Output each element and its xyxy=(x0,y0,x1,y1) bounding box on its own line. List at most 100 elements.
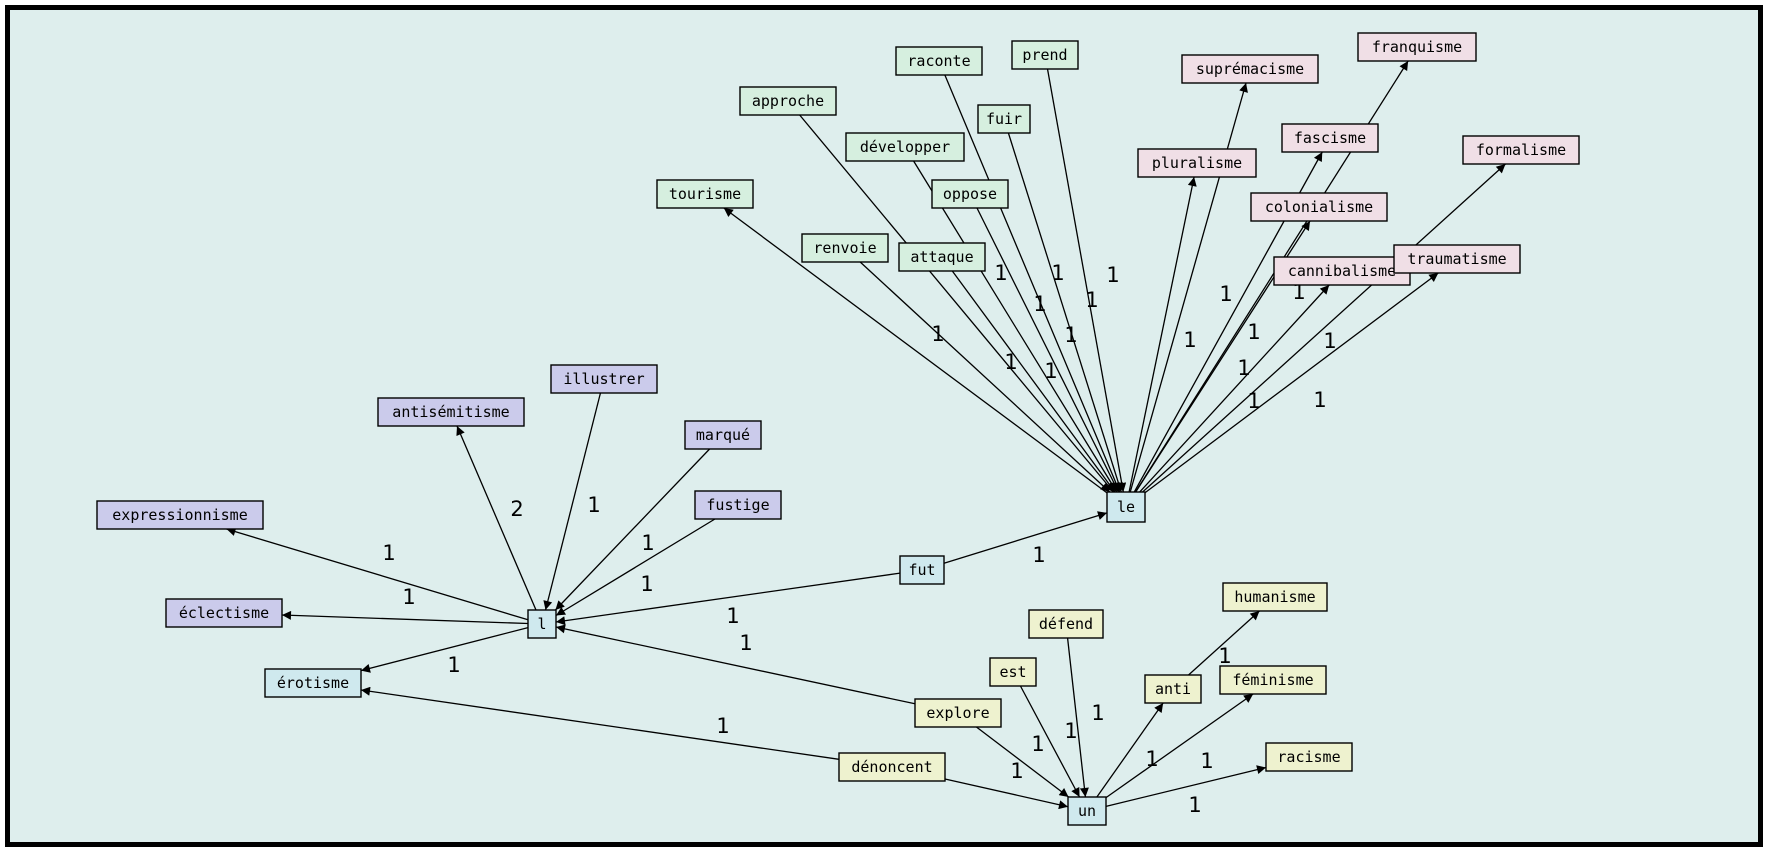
edge-label-le-to-cannibalisme: 1 xyxy=(1247,389,1260,413)
node-colonialisme[interactable]: colonialisme xyxy=(1250,192,1388,222)
edge-label-le-to-colonialisme: 1 xyxy=(1237,356,1250,380)
node-formalisme[interactable]: formalisme xyxy=(1462,135,1580,165)
edge-le-to-pluralisme xyxy=(1128,176,1197,493)
edge-oppose-to-le xyxy=(976,207,1120,493)
node-un[interactable]: un xyxy=(1067,796,1107,826)
edge-label-l-to-erotisme: 1 xyxy=(447,653,460,677)
edge-label-fut-to-l: 1 xyxy=(726,604,739,628)
node-fut[interactable]: fut xyxy=(899,555,945,585)
edge-label-anti-to-humanisme: 1 xyxy=(1218,644,1231,668)
node-label: pluralisme xyxy=(1152,154,1242,172)
edge-le-to-cannibalisme xyxy=(1139,284,1330,493)
node-box xyxy=(845,132,965,162)
node-box xyxy=(1106,491,1146,523)
edge-label-l-to-eclectisme: 1 xyxy=(402,585,415,609)
node-illustrer[interactable]: illustrer xyxy=(550,364,658,394)
node-antisemitisme[interactable]: antisémitisme xyxy=(377,397,525,427)
node-box xyxy=(977,104,1031,134)
node-approche[interactable]: approche xyxy=(739,86,837,116)
node-marque[interactable]: marqué xyxy=(684,420,762,450)
edge-approche-to-le xyxy=(799,114,1115,493)
node-denoncent[interactable]: dénoncent xyxy=(838,752,946,782)
edge-label-explore-to-l: 1 xyxy=(739,631,752,655)
edge-label-est-to-un: 1 xyxy=(1064,719,1077,743)
edge-l-to-eclectisme xyxy=(281,610,529,625)
node-feminisme[interactable]: féminisme xyxy=(1219,665,1327,695)
node-prend[interactable]: prend xyxy=(1011,40,1079,70)
node-humanisme[interactable]: humanisme xyxy=(1222,582,1328,612)
edge-fut-to-l xyxy=(555,572,901,626)
edge-l-to-expressionnisme xyxy=(226,527,529,621)
node-box xyxy=(1144,674,1202,704)
node-traumatisme[interactable]: traumatisme xyxy=(1393,244,1521,274)
node-box xyxy=(898,242,986,272)
node-box xyxy=(96,500,264,530)
node-box xyxy=(1222,582,1328,612)
node-fustige[interactable]: fustige xyxy=(694,490,782,520)
node-box xyxy=(264,668,362,698)
edge-label-oppose-to-le: 1 xyxy=(1064,323,1077,347)
node-erotisme[interactable]: érotisme xyxy=(264,668,362,698)
edge-label-un-to-racisme: 1 xyxy=(1188,793,1201,817)
node-oppose[interactable]: oppose xyxy=(931,179,1009,209)
edge-raconte-to-le xyxy=(944,74,1121,493)
edge-label-approche-to-le: 1 xyxy=(994,261,1007,285)
node-label: suprémacisme xyxy=(1196,60,1304,78)
edge-label-fuir-to-le: 1 xyxy=(1085,288,1098,312)
node-supremacisme[interactable]: suprémacisme xyxy=(1181,54,1319,84)
edge-label-marque-to-l: 1 xyxy=(641,531,654,555)
node-box xyxy=(694,490,782,520)
edge-label-un-to-anti: 1 xyxy=(1145,747,1158,771)
node-renvoie[interactable]: renvoie xyxy=(801,233,889,263)
node-box xyxy=(165,598,283,628)
node-fascisme[interactable]: fascisme xyxy=(1281,123,1379,153)
node-pluralisme[interactable]: pluralisme xyxy=(1137,148,1257,178)
edge-label-denoncent-to-un: 1 xyxy=(1010,759,1023,783)
node-label: défend xyxy=(1039,615,1093,633)
node-label: renvoie xyxy=(813,239,876,257)
node-label: fascisme xyxy=(1294,129,1366,147)
node-label: développer xyxy=(860,138,950,156)
edge-label-developper-to-le: 1 xyxy=(1033,292,1046,316)
node-box xyxy=(527,609,557,639)
edge-le-to-tourisme xyxy=(723,207,1108,494)
node-anti[interactable]: anti xyxy=(1144,674,1202,704)
edge-label-raconte-to-le: 1 xyxy=(1051,261,1064,285)
node-box xyxy=(899,555,945,585)
node-label: cannibalisme xyxy=(1288,262,1396,280)
node-label: fustige xyxy=(706,496,769,514)
node-box xyxy=(377,397,525,427)
edge-label-fustige-to-l: 1 xyxy=(640,572,653,596)
node-label: le xyxy=(1117,498,1135,516)
node-defend[interactable]: défend xyxy=(1028,609,1104,639)
node-raconte[interactable]: raconte xyxy=(895,46,983,76)
node-developper[interactable]: développer xyxy=(845,132,965,162)
edge-un-to-anti xyxy=(1096,702,1164,798)
node-franquisme[interactable]: franquisme xyxy=(1357,32,1477,62)
node-label: colonialisme xyxy=(1265,198,1373,216)
node-label: éclectisme xyxy=(179,604,269,622)
node-box xyxy=(1250,192,1388,222)
node-label: est xyxy=(999,663,1026,681)
node-label: anti xyxy=(1155,680,1191,698)
node-box xyxy=(684,420,762,450)
node-box xyxy=(1219,665,1327,695)
node-est[interactable]: est xyxy=(989,657,1037,687)
node-fuir[interactable]: fuir xyxy=(977,104,1031,134)
node-explore[interactable]: explore xyxy=(914,698,1002,728)
node-le[interactable]: le xyxy=(1106,491,1146,523)
node-tourisme[interactable]: tourisme xyxy=(656,179,754,209)
node-label: féminisme xyxy=(1232,671,1313,689)
node-box xyxy=(739,86,837,116)
node-label: expressionnisme xyxy=(112,506,247,524)
node-label: tourisme xyxy=(669,185,741,203)
node-l[interactable]: l xyxy=(527,609,557,639)
node-expressionnisme[interactable]: expressionnisme xyxy=(96,500,264,530)
node-attaque[interactable]: attaque xyxy=(898,242,986,272)
node-cannibalisme[interactable]: cannibalisme xyxy=(1273,256,1411,286)
node-eclectisme[interactable]: éclectisme xyxy=(165,598,283,628)
edge-label-le-to-traumatisme: 1 xyxy=(1313,388,1326,412)
node-racisme[interactable]: racisme xyxy=(1265,742,1353,772)
